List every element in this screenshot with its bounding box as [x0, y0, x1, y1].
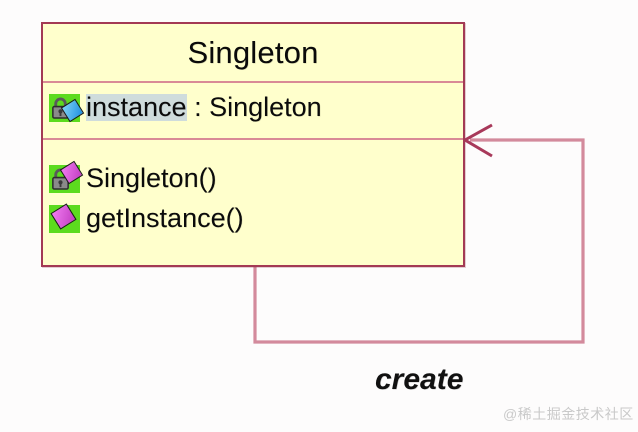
- class-name-compartment: Singleton: [43, 24, 463, 83]
- attribute-type: Singleton: [209, 91, 322, 122]
- relationship-label: create: [375, 363, 464, 396]
- private-method-icon: [47, 160, 85, 195]
- operation-row-getinstance[interactable]: getInstance(): [47, 198, 463, 238]
- private-field-icon: [47, 91, 85, 124]
- public-method-icon: [47, 202, 85, 235]
- class-attributes-compartment: instance : Singleton: [43, 83, 463, 140]
- operation-signature: Singleton(): [86, 162, 217, 193]
- class-box-singleton[interactable]: Singleton instance : Singleton: [41, 22, 465, 267]
- attribute-row-instance[interactable]: instance : Singleton: [47, 87, 463, 127]
- attribute-separator: :: [186, 91, 210, 122]
- class-title: Singleton: [187, 35, 319, 70]
- class-operations-compartment: Singleton() getInstance(): [43, 140, 463, 263]
- operation-row-constructor[interactable]: Singleton(): [47, 158, 463, 198]
- attribute-name: instance: [86, 91, 187, 122]
- operation-signature: getInstance(): [86, 202, 244, 233]
- watermark-text: @稀土掘金技术社区: [503, 406, 634, 422]
- arrowhead-icon: [461, 123, 493, 158]
